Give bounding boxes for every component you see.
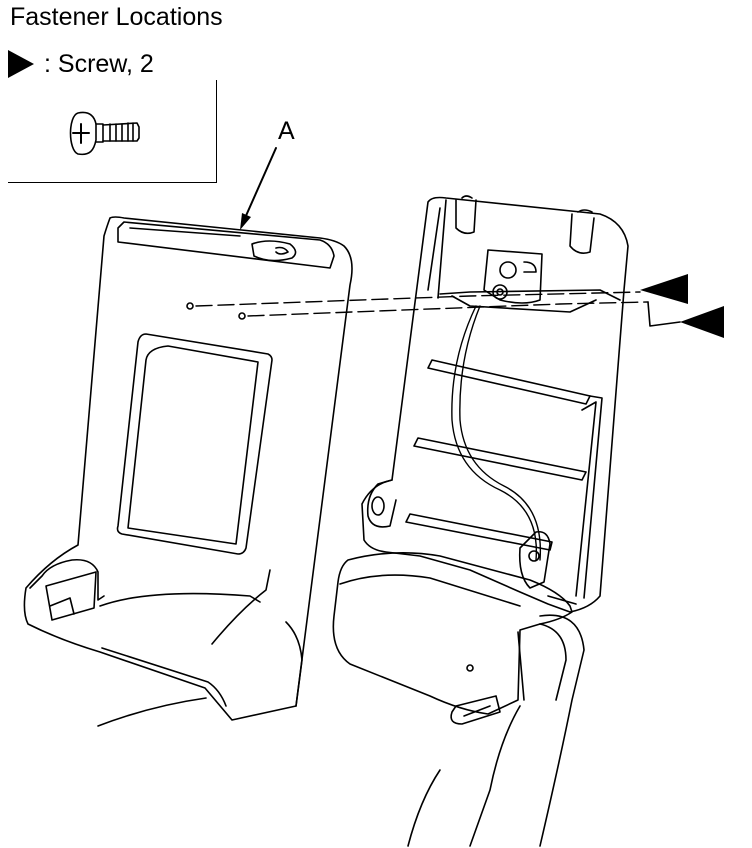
seat-cushion xyxy=(332,552,585,847)
legend-label: : Screw, 2 xyxy=(44,49,154,78)
seat-back-frame xyxy=(361,195,629,613)
alignment-lines xyxy=(195,291,649,317)
diagram-title: Fastener Locations xyxy=(10,3,223,31)
legend-box xyxy=(8,80,217,183)
screw-pointer-lower xyxy=(680,306,724,338)
back-cover-panel xyxy=(23,216,353,727)
screw-pointer-upper xyxy=(640,274,688,304)
screw-icon xyxy=(69,111,140,156)
callout-label-a: A xyxy=(278,117,295,145)
legend: : Screw, 2 xyxy=(8,48,154,80)
triangle-pointer-icon xyxy=(8,50,34,78)
leader-arrow-a xyxy=(240,147,277,230)
